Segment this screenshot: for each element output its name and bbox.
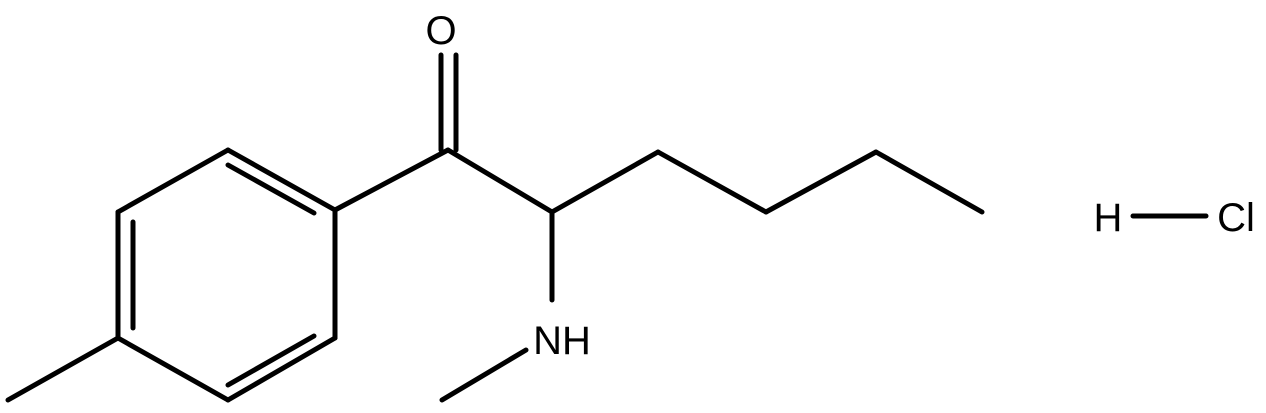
chlorine-atom-label: Cl [1217,196,1255,240]
ring-bond-2 [115,147,231,215]
chain-bond-3 [763,149,879,215]
ring-bond-5 [225,335,338,403]
amine-atom-label: NH [533,319,591,363]
ring-bond-1 [225,147,338,213]
oxygen-atom-label: O [425,9,456,53]
carbonyl-alpha-carbon-bond [445,147,555,215]
aryl-methyl-bond [5,335,121,403]
chain-bond-4 [873,149,985,215]
ring-inner-double-bond-3 [225,333,317,388]
amine-methyl-bond [439,347,529,403]
ring-bond-4 [115,335,231,403]
aryl-carbonyl-bond [332,147,451,213]
ring-inner-double-bond-1 [225,162,317,216]
chain-bond-1 [549,149,661,215]
hydrogen-atom-label: H [1094,196,1123,240]
chain-bond-2 [655,149,769,215]
